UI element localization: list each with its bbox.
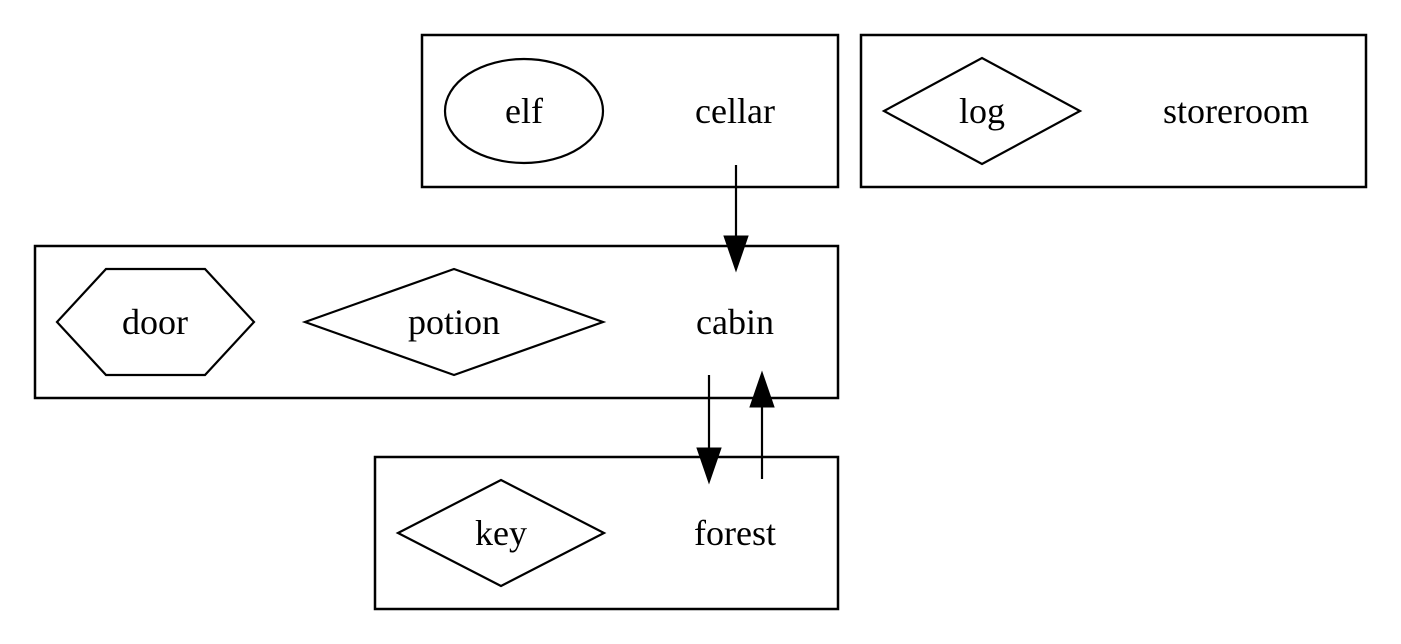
item-potion-label: potion (408, 302, 500, 342)
edge-cabin-to-forest (696, 375, 722, 485)
item-elf-label: elf (505, 91, 543, 131)
item-key-diamond (395, 478, 607, 588)
item-door-label: door (122, 302, 188, 342)
item-potion-diamond (301, 267, 607, 377)
item-log-label: log (959, 91, 1005, 131)
item-elf-ellipse (443, 57, 605, 165)
room-cabin: door potion cabin (33, 244, 840, 400)
room-cellar-label: cellar (695, 91, 775, 131)
room-forest-label: forest (694, 513, 776, 553)
edge-cabin-to-forest-arrowhead (696, 447, 722, 485)
room-forest: key forest (373, 455, 840, 611)
room-cellar: elf cellar (420, 33, 840, 189)
edge-forest-to-cabin-arrowhead (749, 370, 775, 408)
room-storeroom-label: storeroom (1163, 91, 1309, 131)
item-log-diamond (881, 56, 1083, 166)
item-key-label: key (475, 513, 527, 553)
edge-cellar-to-cabin-arrowhead (723, 235, 749, 273)
room-cabin-label: cabin (696, 302, 774, 342)
edge-forest-to-cabin (749, 370, 775, 479)
item-door-hexagon (55, 267, 256, 377)
edge-cellar-to-cabin (723, 165, 749, 273)
room-storeroom: log storeroom (859, 33, 1368, 189)
